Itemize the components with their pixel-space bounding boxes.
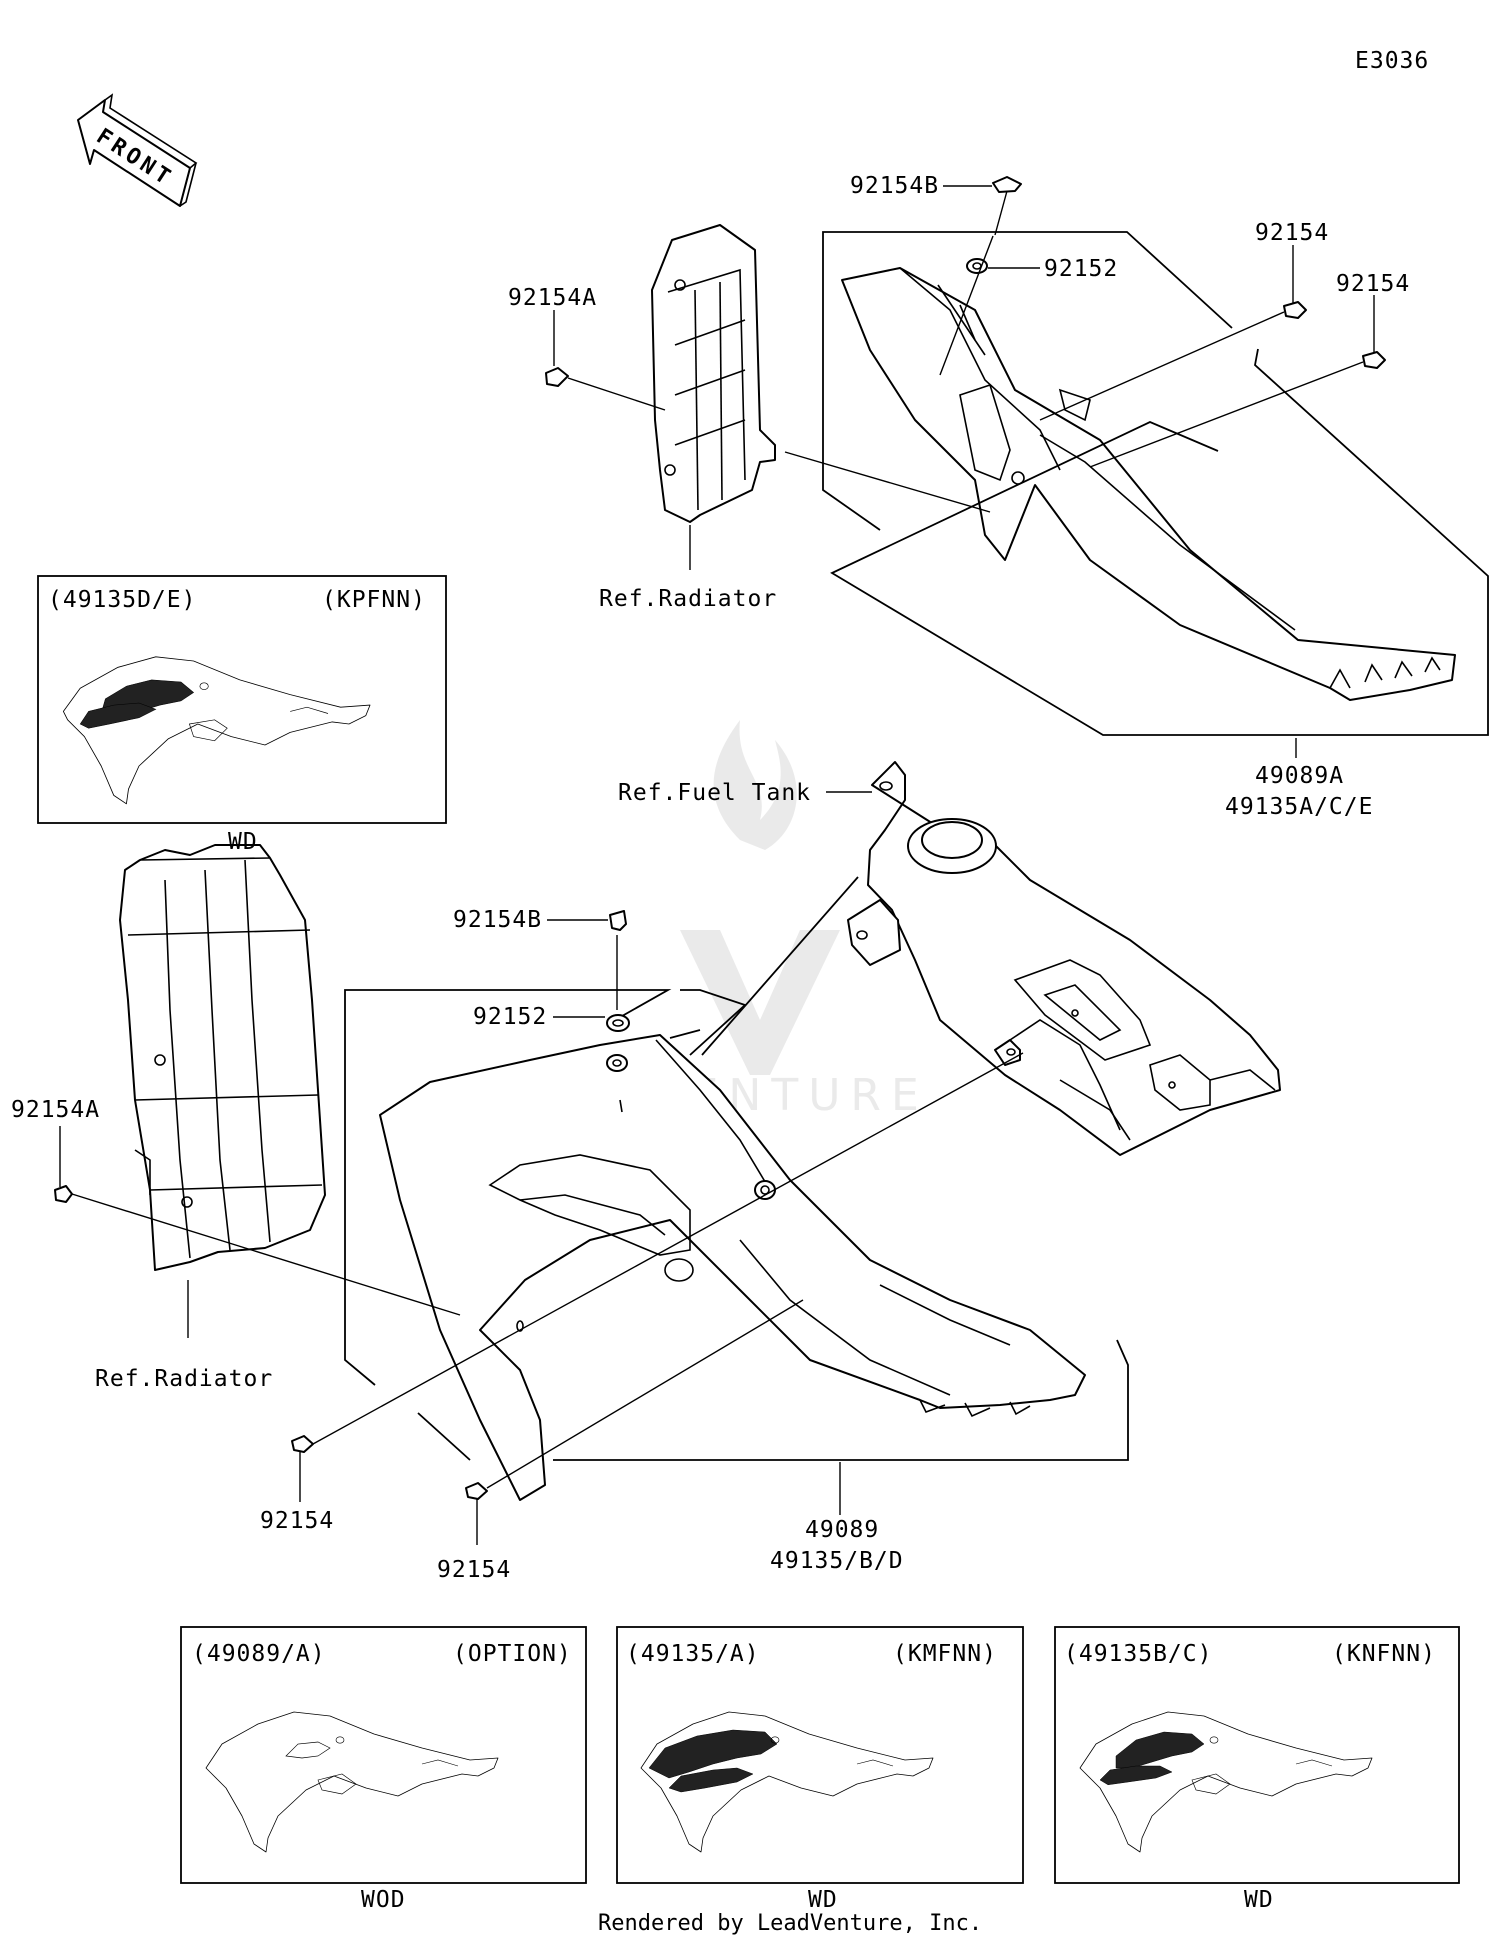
variant-shroud-thumbnail xyxy=(205,1711,499,1853)
front-direction-arrow: FRONT xyxy=(77,93,198,207)
upper-callout-92152: 92152 xyxy=(1044,256,1118,282)
lower-radiator-shroud xyxy=(379,1034,1086,1501)
lower-callout-92154-a: 92154 xyxy=(260,1508,334,1534)
diagram-id: E3036 xyxy=(1355,48,1429,74)
lower-callout-ref-radiator: Ref.Radiator xyxy=(95,1366,273,1392)
upper-bolt-92154-b xyxy=(1089,295,1386,468)
lower-callout-assembly-line1: 49089 xyxy=(805,1517,879,1543)
lower-callout-92154B: 92154B xyxy=(453,907,542,933)
variant-shroud-thumbnail xyxy=(1079,1711,1373,1853)
callout-ref-fuel-tank: Ref.Fuel Tank xyxy=(618,780,811,806)
variant-shroud-thumbnail xyxy=(62,656,371,805)
lower-callout-92152: 92152 xyxy=(473,1004,547,1030)
variant-color-code: (KMFNN) xyxy=(893,1641,997,1667)
variant-caption: WD xyxy=(228,829,258,855)
lower-callout-assembly-line2: 49135/B/D xyxy=(770,1548,904,1574)
footer-credit: Rendered by LeadVenture, Inc. xyxy=(598,1911,982,1936)
lower-callout-92154A: 92154A xyxy=(11,1097,100,1123)
variant-part-number: (49089/A) xyxy=(192,1641,326,1667)
upper-assembly-frame xyxy=(822,231,1489,758)
upper-callout-ref-radiator: Ref.Radiator xyxy=(599,586,777,612)
variant-caption: WOD xyxy=(361,1887,406,1913)
variant-part-number: (49135D/E) xyxy=(48,587,196,613)
variant-part-number: (49135/A) xyxy=(626,1641,760,1667)
lower-callout-92154-b: 92154 xyxy=(437,1557,511,1583)
variant-caption: WD xyxy=(808,1887,838,1913)
fuel-tank xyxy=(847,761,1281,1156)
lower-radiator-grille xyxy=(119,844,326,1271)
variant-box-49089a: (49089/A) (OPTION) WOD xyxy=(180,1626,587,1913)
upper-callout-assembly-line2: 49135A/C/E xyxy=(1225,794,1373,820)
upper-bolt-92154A xyxy=(545,310,991,513)
variant-color-code: (KNFNN) xyxy=(1332,1641,1436,1667)
lower-bolt-92154-a xyxy=(291,1052,1024,1502)
variant-box-49135a: (49135/A) (KMFNN) WD xyxy=(616,1626,1024,1913)
variant-color-code: (KPFNN) xyxy=(322,587,426,613)
upper-bolt-92154-a xyxy=(1039,245,1307,421)
upper-washer-92152 xyxy=(939,235,994,376)
lower-assembly-frame xyxy=(344,876,1129,1515)
variant-shroud-thumbnail xyxy=(640,1711,934,1853)
upper-bolt-92154B xyxy=(992,176,1022,236)
lower-bolt-92154A xyxy=(54,1126,461,1316)
lower-washer-92152 xyxy=(606,1014,630,1032)
variant-box-49135bc: (49135B/C) (KNFNN) WD xyxy=(1054,1626,1460,1913)
upper-callout-92154-a: 92154 xyxy=(1255,220,1329,246)
upper-callout-assembly-line1: 49089A xyxy=(1255,763,1344,789)
lower-bolt-92154B xyxy=(609,910,627,1010)
variant-box-49135de: (49135D/E) (KPFNN) WD xyxy=(37,575,447,855)
upper-callout-92154A: 92154A xyxy=(508,285,597,311)
upper-callout-92154-b: 92154 xyxy=(1336,271,1410,297)
variant-part-number: (49135B/C) xyxy=(1064,1641,1212,1667)
variant-color-code: (OPTION) xyxy=(453,1641,572,1667)
variant-caption: WD xyxy=(1244,1887,1274,1913)
upper-radiator-grille xyxy=(651,224,776,523)
upper-callout-92154B: 92154B xyxy=(850,173,939,199)
upper-radiator-shroud xyxy=(841,267,1456,701)
lower-bolt-92154-b xyxy=(465,1299,804,1545)
